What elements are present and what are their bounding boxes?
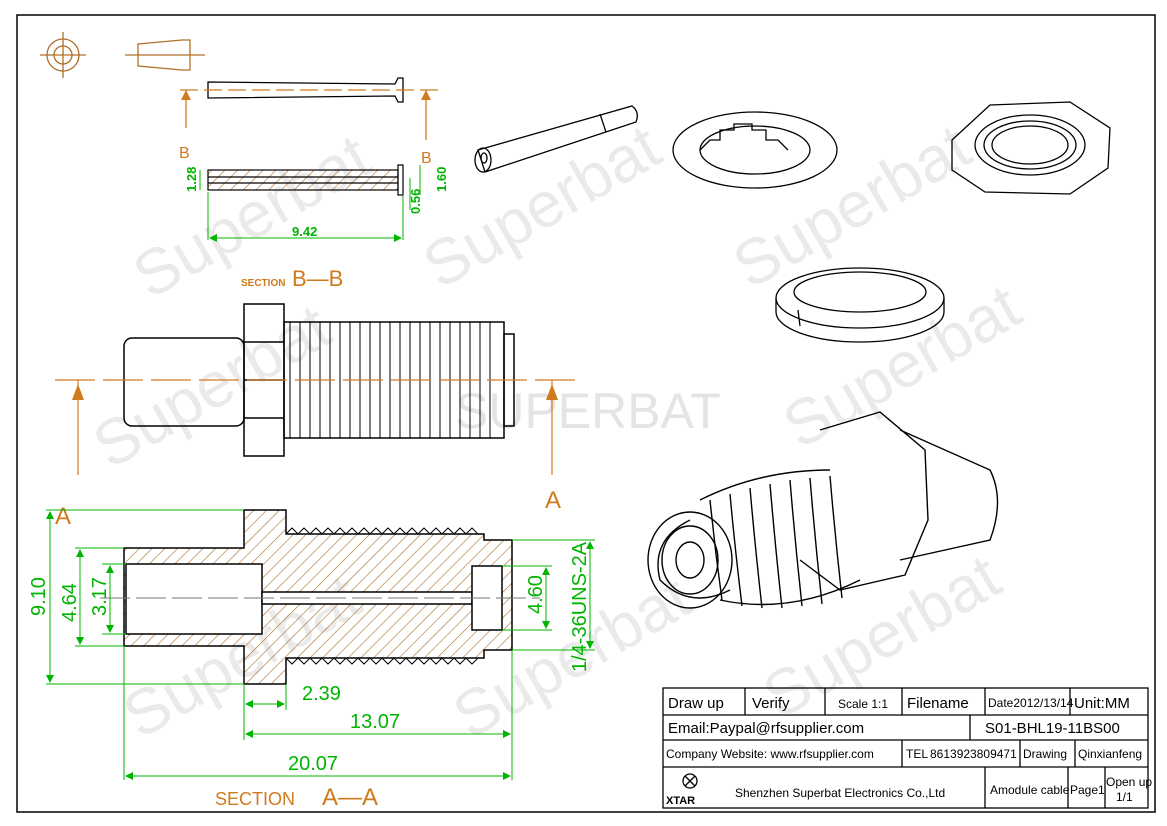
section-marker-a-right: A: [545, 487, 561, 514]
section-marker-b-left: B: [179, 145, 190, 162]
tb-drawing-label: Drawing: [1023, 747, 1067, 761]
dim-overall-dia: 9.10: [28, 577, 50, 616]
watermark-group: Superbat Superbat Superbat Superbat Supe…: [81, 110, 1032, 752]
watermark-text: Superbat: [771, 270, 1032, 462]
tb-tel-label: TEL: [906, 747, 928, 761]
tb-open-up: Open up: [1106, 775, 1152, 789]
dim-thread-spec: 1/4-36UNS-2A: [569, 541, 591, 672]
dim-overall-len: 20.07: [288, 753, 338, 775]
watermark-text: Superbat: [81, 290, 342, 482]
dim-pin-length: 9.42: [292, 224, 317, 239]
dim-thread-dia: 4.60: [525, 575, 547, 614]
tb-email: Email:Paypal@rfsupplier.com: [668, 720, 864, 737]
xtar-logo-icon: [682, 773, 698, 789]
tb-date: Date2012/13/14: [988, 696, 1074, 710]
tb-scale: Scale 1:1: [838, 697, 888, 711]
tb-draw-up: Draw up: [668, 695, 724, 712]
pin-3d-illustration: [474, 105, 638, 173]
lock-washer-3d-illustration: [672, 111, 838, 189]
tb-cable: Amodule cable: [990, 783, 1070, 797]
sheet-border: [16, 14, 1156, 813]
tb-tel: 8613923809471: [930, 747, 1017, 761]
watermark-text: Superbat: [411, 110, 672, 302]
tb-drawer: Qinxianfeng: [1078, 747, 1142, 761]
dim-pin-d2: 1.60: [434, 167, 449, 192]
section-a-dimension-lines: [46, 509, 595, 780]
projection-symbol: [40, 32, 205, 78]
watermark-center-text: SUPERBAT: [455, 383, 721, 439]
pin-side-view: [180, 77, 440, 140]
tb-page: Page1: [1070, 783, 1105, 797]
dim-body-len: 13.07: [350, 711, 400, 733]
tb-unit: Unit:MM: [1074, 695, 1130, 712]
pin-dimension-lines: [199, 165, 421, 242]
dim-flange-len: 2.39: [302, 683, 341, 705]
split-washer-3d-illustration: [775, 267, 945, 343]
section-a-prefix: SECTION: [215, 789, 295, 809]
section-marker-b-right: B: [421, 150, 432, 167]
dim-inner-dia: 3.17: [89, 577, 111, 616]
connector-3d-illustration: [647, 411, 999, 609]
title-block: [662, 687, 1149, 809]
tb-filename: S01-BHL19-11BS00: [985, 720, 1120, 737]
hex-nut-3d-illustration: [951, 101, 1111, 195]
dim-bore-dia: 4.64: [59, 583, 81, 622]
connector-section-view: [100, 509, 540, 685]
dim-pin-d1: 1.28: [184, 167, 199, 192]
section-line-a: [55, 379, 578, 475]
tb-open-frac: 1/1: [1116, 790, 1133, 804]
tb-company: Shenzhen Superbat Electronics Co.,Ltd: [735, 786, 945, 800]
section-b-prefix: SECTION: [241, 278, 285, 289]
tb-filename-label: Filename: [907, 695, 969, 712]
tb-logo-text: XTAR: [666, 795, 695, 807]
watermark-text: Superbat: [721, 110, 982, 302]
section-b-name: B—B: [292, 266, 343, 291]
tb-verify: Verify: [752, 695, 790, 712]
section-a-name: A—A: [322, 784, 378, 811]
dim-pin-d3: 0.56: [408, 189, 423, 214]
tb-website: Company Website: www.rfsupplier.com: [666, 747, 874, 761]
pin-section-view: [207, 164, 404, 196]
section-marker-a-left: A: [55, 503, 71, 530]
